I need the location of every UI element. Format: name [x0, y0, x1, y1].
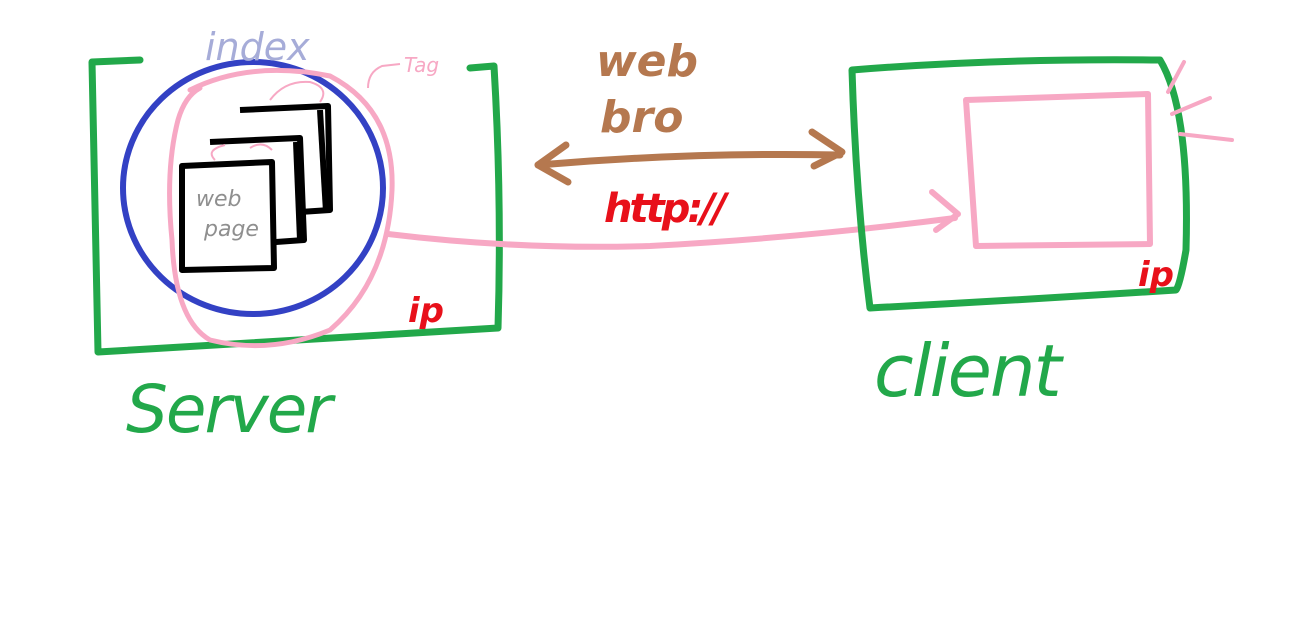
client-glow-rays [1166, 60, 1234, 142]
tag-circle [167, 67, 395, 349]
web-page-label-line1: web [196, 187, 242, 212]
web-browser-double-arrow [534, 128, 846, 186]
server-label: Server [126, 371, 336, 448]
web-page-label-line2: page [203, 217, 259, 242]
protocol-label: http:// [604, 186, 730, 232]
web-browser-label-line1: web [596, 36, 698, 87]
client-screen [963, 91, 1153, 249]
client-label: client [874, 329, 1065, 413]
web-browser-label-line2: bro [600, 92, 683, 143]
server-ip-label: ip [408, 291, 444, 331]
tag-bracket [367, 63, 401, 89]
index-label: index [205, 25, 310, 69]
client-ip-label: ip [1138, 255, 1174, 295]
web-page-stack-shadow [293, 109, 329, 241]
tag-swirl [210, 80, 325, 161]
web-page-stack-icon [179, 103, 333, 273]
client-box [848, 56, 1190, 312]
tag-label: Tag [404, 53, 439, 77]
index-circle [120, 59, 386, 317]
